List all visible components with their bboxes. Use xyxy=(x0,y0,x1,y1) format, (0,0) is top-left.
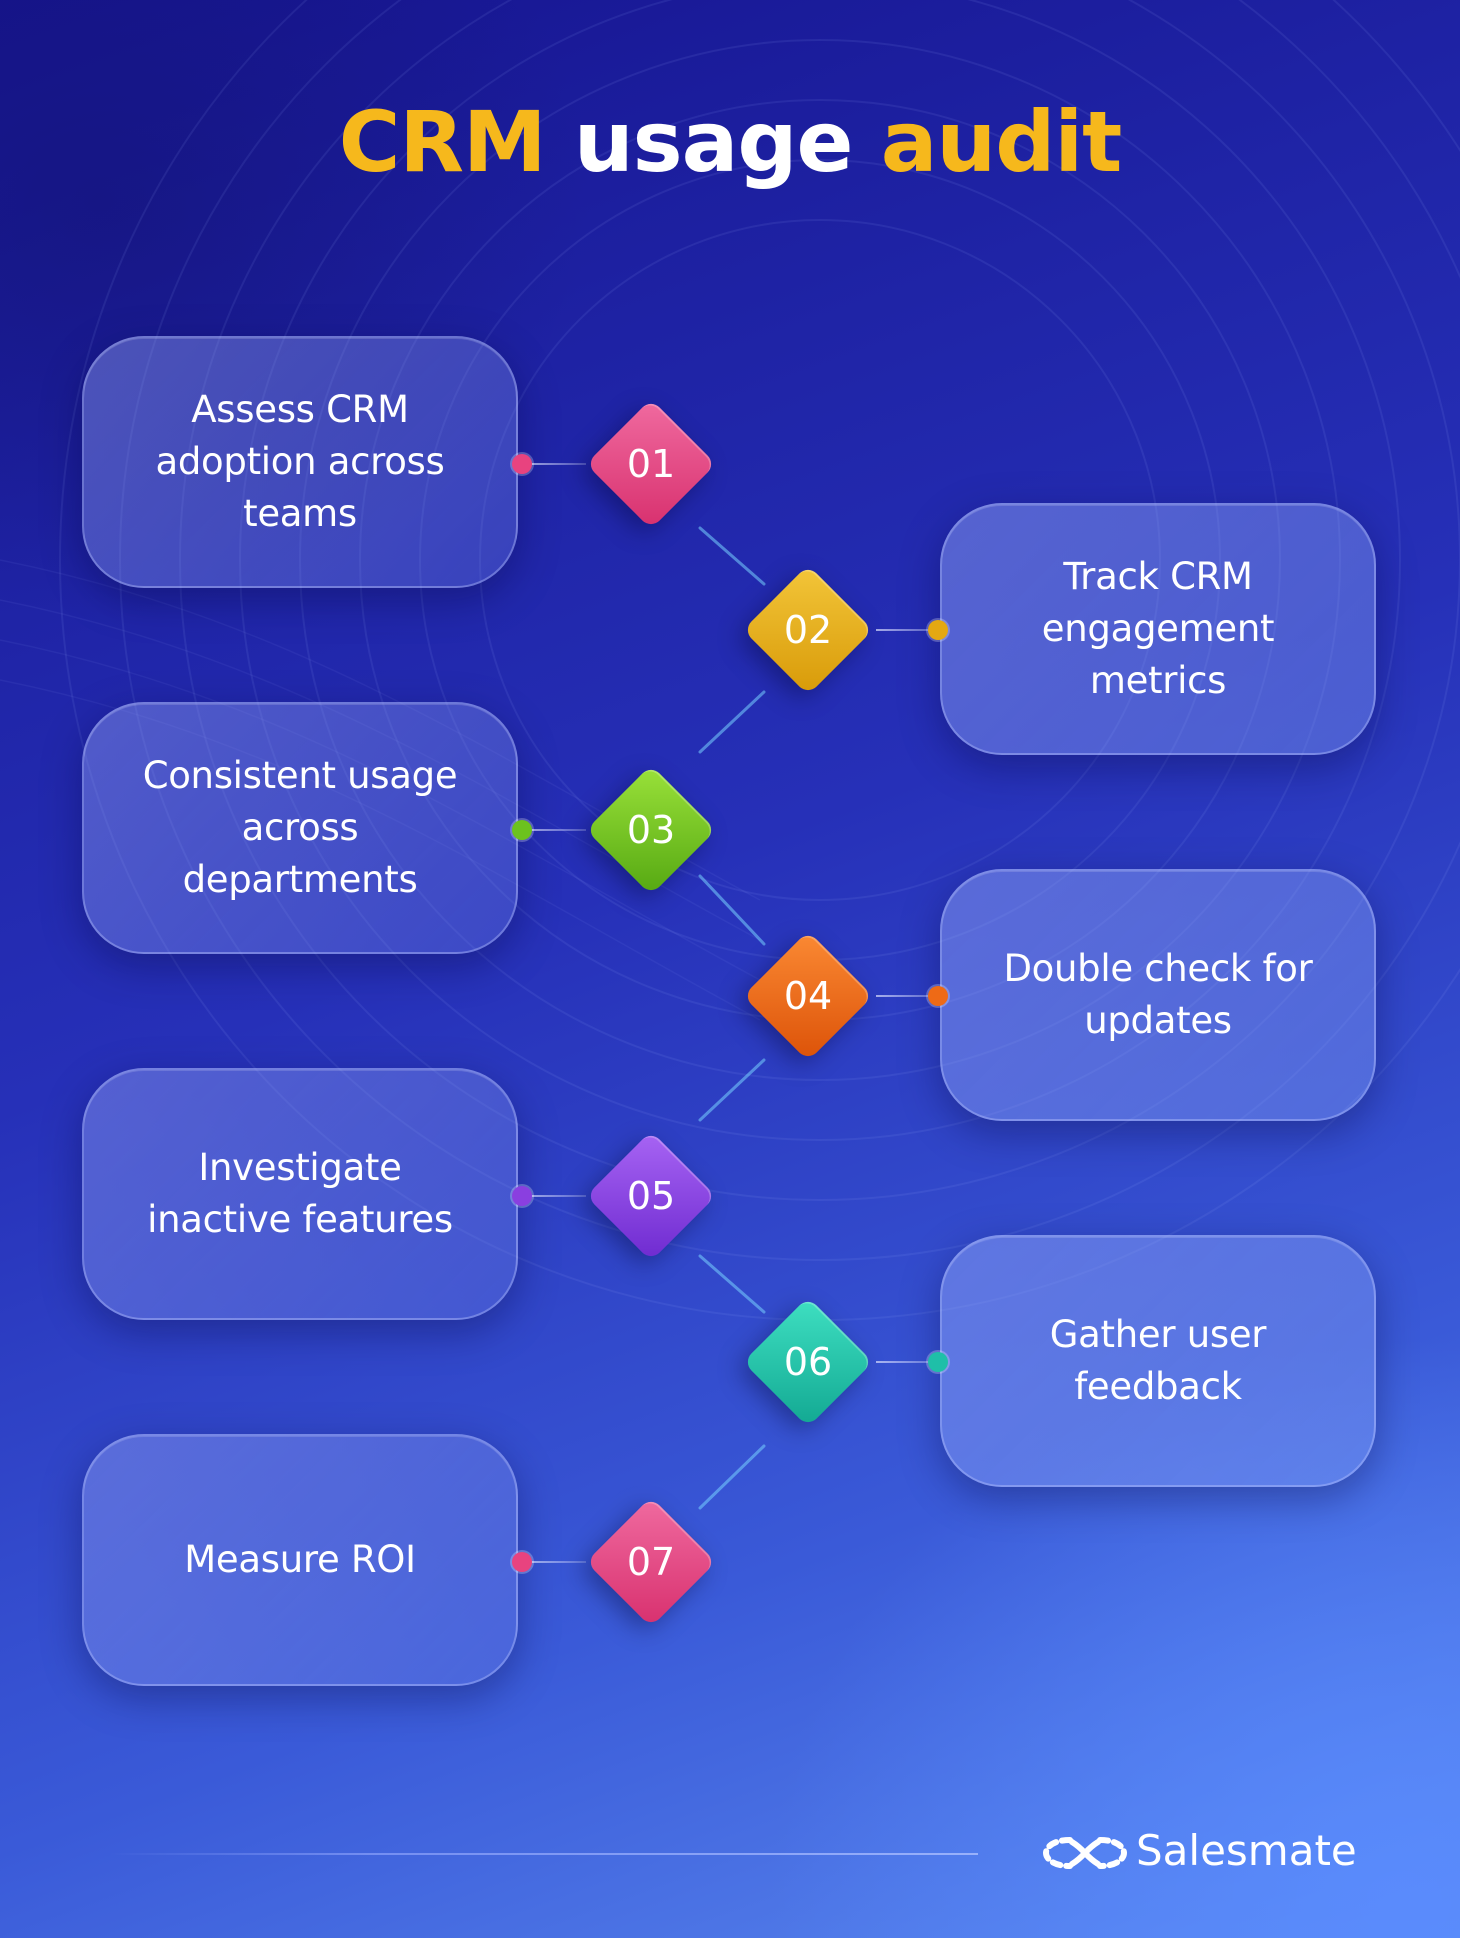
connector-07 xyxy=(522,1561,586,1563)
title-word-crm: CRM xyxy=(338,93,547,191)
link-04-05 xyxy=(698,1058,766,1122)
step-number-02: 02 xyxy=(783,608,833,652)
step-card-01: Assess CRM adoption across teams xyxy=(82,336,518,588)
step-label: Double check for updates xyxy=(1003,947,1313,1042)
connector-01 xyxy=(522,463,586,465)
step-label: Investigate inactive features xyxy=(147,1146,453,1241)
connector-dot-02 xyxy=(928,620,948,640)
step-number-06: 06 xyxy=(783,1340,833,1384)
step-card-04: Double check for updates xyxy=(940,869,1376,1121)
step-label: Assess CRM adoption across teams xyxy=(155,388,445,535)
connector-04 xyxy=(876,995,940,997)
page-title: CRM usage audit xyxy=(0,100,1460,184)
step-number-05: 05 xyxy=(626,1174,676,1218)
connector-03 xyxy=(522,829,586,831)
connector-dot-03 xyxy=(512,820,532,840)
step-card-02: Track CRM engagement metrics xyxy=(940,503,1376,755)
connector-dot-05 xyxy=(512,1186,532,1206)
link-02-03 xyxy=(698,690,766,754)
step-card-06: Gather user feedback xyxy=(940,1235,1376,1487)
step-card-07: Measure ROI xyxy=(82,1434,518,1686)
connector-dot-06 xyxy=(928,1352,948,1372)
brand-name: Salesmate xyxy=(1136,1826,1357,1875)
title-word-usage: usage xyxy=(573,93,854,191)
title-word-audit: audit xyxy=(880,93,1123,191)
step-label: Gather user feedback xyxy=(1049,1313,1267,1408)
salesmate-logo-icon xyxy=(1042,1837,1128,1869)
step-number-04: 04 xyxy=(783,974,833,1018)
step-label: Consistent usage across departments xyxy=(142,754,458,901)
connector-dot-04 xyxy=(928,986,948,1006)
step-number-07: 07 xyxy=(626,1540,676,1584)
connector-02 xyxy=(876,629,940,631)
connector-dot-01 xyxy=(512,454,532,474)
step-number-03: 03 xyxy=(626,808,676,852)
step-label: Track CRM engagement metrics xyxy=(1041,555,1275,702)
step-card-05: Investigate inactive features xyxy=(82,1068,518,1320)
connector-dot-07 xyxy=(512,1552,532,1572)
step-card-03: Consistent usage across departments xyxy=(82,702,518,954)
footer-divider xyxy=(110,1853,978,1855)
step-label: Measure ROI xyxy=(184,1538,416,1581)
step-number-01: 01 xyxy=(626,442,676,486)
connector-06 xyxy=(876,1361,940,1363)
connector-05 xyxy=(522,1195,586,1197)
